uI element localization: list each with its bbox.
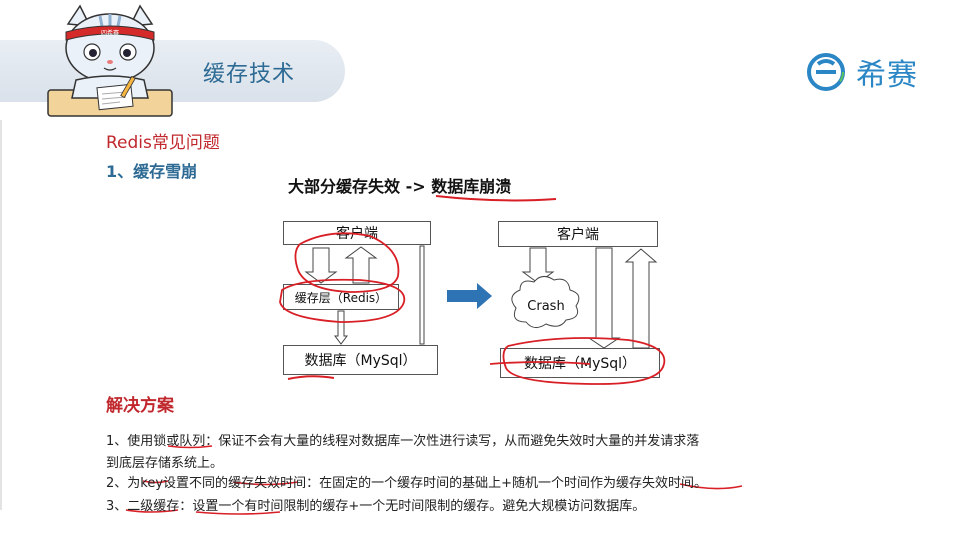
mascot-badge: 四希赛 — [101, 29, 119, 37]
solution-line-1-cont: 到底层存储系统上。 — [106, 452, 223, 471]
solution3-highlight: 设置一个有时间限制的缓存 — [192, 499, 349, 514]
solution3-colon: ： — [179, 499, 193, 514]
solution3-keyword: 二级缓存 — [127, 499, 180, 514]
left-client-box: 客户端 — [283, 221, 431, 245]
right-big-up-arrow — [624, 248, 658, 349]
right-client-label: 客户端 — [557, 227, 599, 243]
solution2-ending: 失效时间。 — [641, 476, 707, 491]
left-cache-box: 缓存层（Redis） — [283, 284, 399, 310]
solution-line-3: 3、二级缓存：设置一个有时间限制的缓存+一个无时间限制的缓存。避免大规模访问数据… — [106, 495, 645, 514]
xisai-logo-icon — [807, 53, 845, 91]
solution2-prefix: 2、为 — [106, 476, 141, 491]
diagram-title: 大部分缓存失效 -> 数据库崩溃 — [288, 173, 511, 197]
right-db-box: 数据库（MySql） — [500, 348, 660, 378]
solution2-text1: 设置不同的 — [163, 476, 229, 491]
solution1-prefix: 1、使用 — [106, 434, 154, 449]
crash-label: Crash — [527, 299, 564, 314]
left-db-label: 数据库（MySql） — [304, 353, 417, 369]
solution-line-2: 2、为key设置不同的缓存失效时间：在固定的一个缓存时间的基础上+随机一个时间作… — [106, 472, 707, 491]
solution2-key: key — [140, 476, 164, 491]
solution2-keyword: 缓存失效 — [228, 476, 281, 491]
left-divider — [0, 120, 2, 510]
diagram-title-cause: 大部分缓存失效 -> — [288, 177, 432, 196]
solution3-prefix: 3、 — [106, 499, 128, 514]
right-down-arrow — [521, 247, 555, 284]
solutions-title: 解决方案 — [106, 396, 174, 416]
crash-cloud-icon — [511, 276, 580, 328]
solution1-text: ：保证不会有大量的线程对数据库一次性进行读写，从而避免失效时大量的并发请求落 — [205, 434, 700, 449]
left-vertical-link — [419, 245, 425, 345]
transition-arrow — [447, 283, 492, 309]
left-cache-label: 缓存层（Redis） — [294, 290, 388, 305]
subsection-title: 1、缓存雪崩 — [106, 162, 198, 181]
solution3-text: +一个无时间限制的缓存。避免大规模访问数据库。 — [348, 499, 646, 514]
left-db-box: 数据库（MySql） — [283, 345, 438, 375]
solution2-text2: 时间：在固定的一个缓存时间的基础上+随机一个时间作为缓存 — [280, 476, 642, 491]
section-title: Redis常见问题 — [106, 133, 220, 153]
mascot-cat-illustration: 四希赛 — [47, 4, 173, 117]
left-client-label: 客户端 — [336, 226, 378, 242]
right-db-label: 数据库（MySql） — [523, 356, 637, 372]
solution-line-1: 1、使用锁或队列：保证不会有大量的线程对数据库一次性进行读写，从而避免失效时大量… — [106, 430, 699, 449]
left-db-underline-annotation — [287, 375, 335, 380]
left-cache-db-arrow — [334, 310, 348, 345]
diagram-title-effect: 数据库崩溃 — [431, 177, 512, 196]
right-client-box: 客户端 — [498, 221, 658, 247]
right-big-down-arrow — [587, 247, 621, 349]
logo-text: 希赛 — [856, 58, 918, 93]
left-up-arrow — [344, 246, 378, 284]
left-down-arrow — [304, 247, 338, 284]
solution1-continuation: 到底层存储系统上。 — [106, 456, 224, 471]
page-title: 缓存技术 — [203, 62, 296, 87]
solution1-keyword: 锁或队列 — [153, 434, 206, 449]
